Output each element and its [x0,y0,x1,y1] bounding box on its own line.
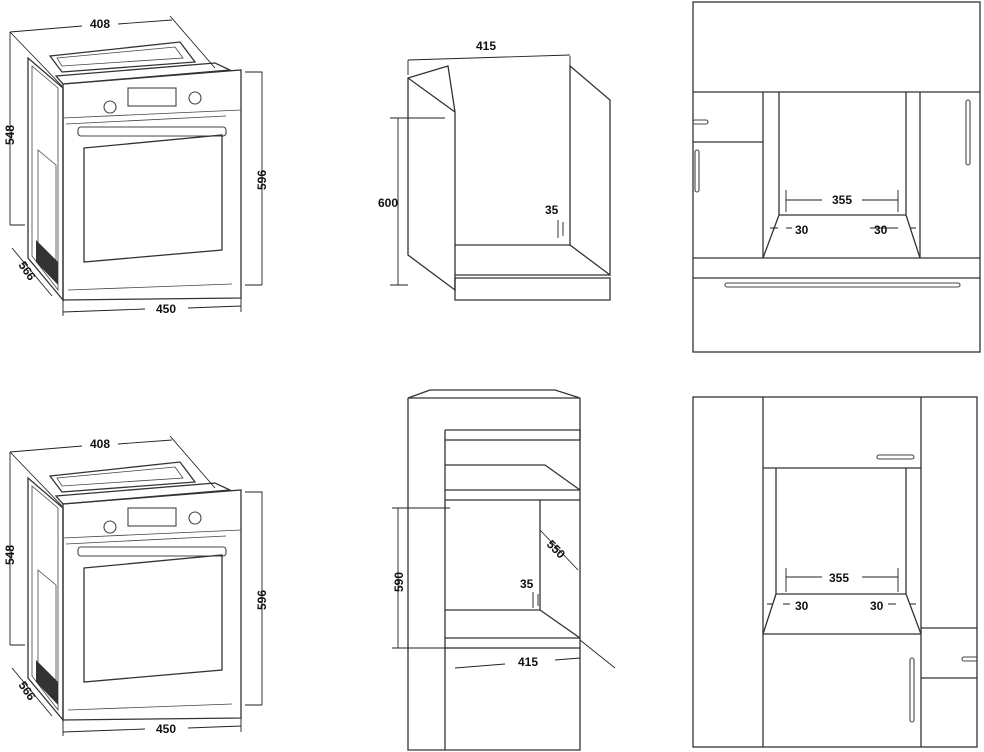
drawer-handle [724,282,961,288]
dimension-35-label: 35 [545,203,559,217]
dimension-lines-600 [390,117,445,286]
dimension-lines-bottom [11,667,242,736]
dimension-408-label: 408 [90,17,110,31]
dimension-lines-408 [9,435,216,507]
handle [961,656,978,662]
dimension-lines-408 [9,15,216,87]
dimension-596-label: 596 [255,170,269,190]
dimension-550-label: 550 [544,537,568,561]
tall-cabinet-inner [444,429,581,750]
oven-diagram-top: 408 548 596 566 450 [3,15,269,316]
kitchen-view-bottom: 355 30 30 [692,396,978,748]
dimension-lines-height [9,452,263,706]
dimension-lines-590 [392,507,450,649]
handle [876,454,915,460]
cabinet-tall: 590 550 415 35 [392,389,616,751]
oven-niche [762,468,922,635]
tall-cabinet-shelves [445,439,581,649]
dimension-355-label: 355 [832,193,852,207]
handle [965,99,971,166]
cabinet-plinth [454,277,611,301]
kitchen-view-top: 355 30 30 [692,1,981,353]
dimension-415-label: 415 [476,39,496,53]
dimension-30-left-label: 30 [795,223,809,237]
dimension-408-label: 408 [90,437,110,451]
kitchen-cabinet-lines [762,397,977,747]
oven-diagram-bottom: 408 548 596 566 450 [3,435,269,736]
dimension-lines [770,190,916,229]
dimension-600-label: 600 [378,196,398,210]
dimension-590-label: 590 [392,572,406,592]
handle [694,149,700,193]
dimension-lines-height [9,32,263,286]
dimension-lines-415 [407,54,571,75]
kitchen-cabinet-lines [693,91,980,279]
cabinet-right-panel [569,64,611,277]
dimension-548-label: 548 [3,545,17,565]
dimension-lines-bottom [11,247,242,316]
dimension-450-label: 450 [156,302,176,316]
dimension-30-left-label: 30 [795,599,809,613]
dimension-450-label: 450 [156,722,176,736]
dimension-355-label: 355 [829,571,849,585]
oven-drawing [27,461,242,721]
dimension-lines-35 [532,592,539,608]
cabinet-under-counter: 415 600 35 [378,39,611,301]
cabinet-left-panel [407,65,456,292]
handle [909,657,915,723]
dimension-30-right-label: 30 [870,599,884,613]
dimension-548-label: 548 [3,125,17,145]
kitchen-outline [692,396,978,748]
dimension-lines-550 [539,529,579,571]
dimension-566-label: 566 [16,259,39,284]
cabinet-floor [455,244,610,276]
oven-niche [762,92,921,259]
dimension-596-label: 596 [255,590,269,610]
dimension-566-label: 566 [16,679,39,704]
kitchen-outline [692,1,981,353]
dimension-lines-35 [557,220,564,238]
tall-cabinet-outline [407,389,581,751]
dimension-415-label: 415 [518,655,538,669]
handle [692,119,709,125]
oven-drawing [27,41,242,301]
dimension-30-right-label: 30 [874,223,888,237]
dimension-lines [767,568,916,605]
dimension-35-label: 35 [520,577,534,591]
dimension-lines-415 [454,639,616,669]
